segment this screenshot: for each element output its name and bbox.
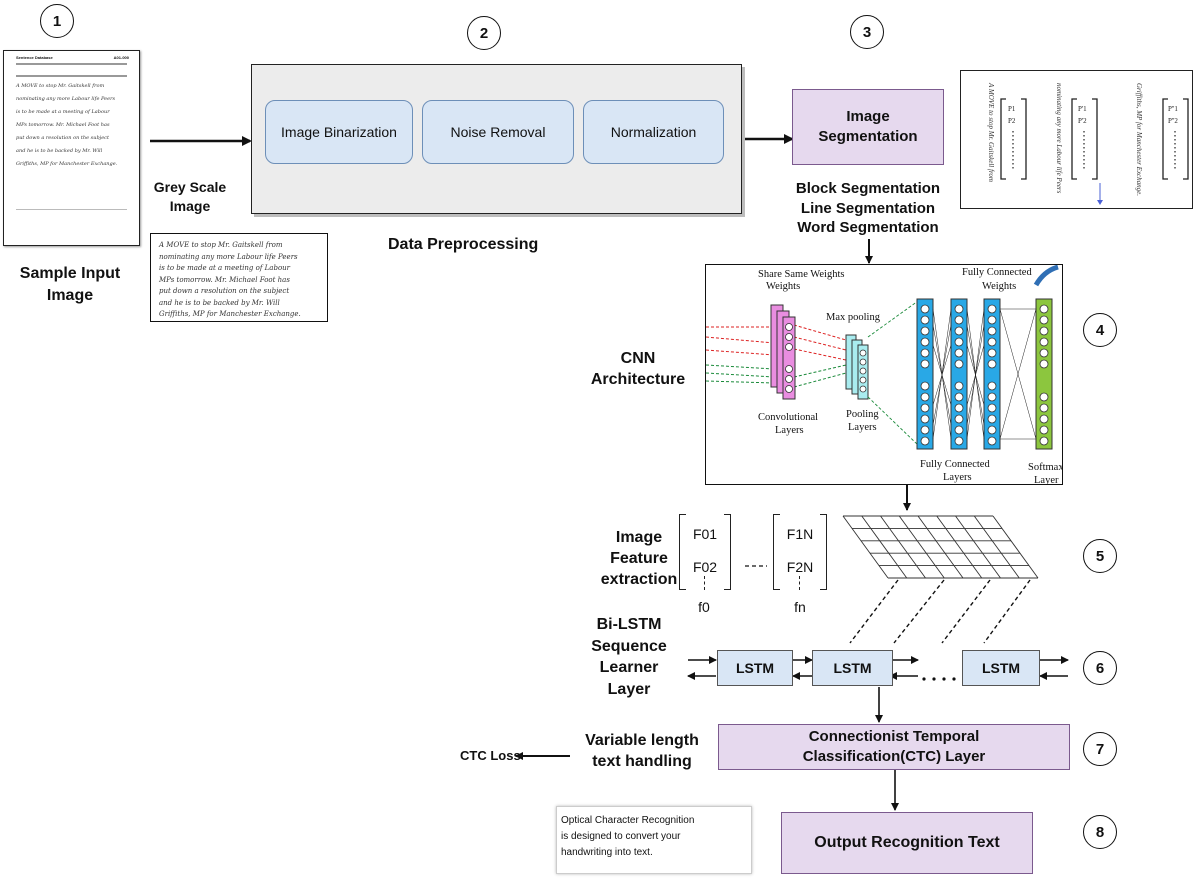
step-7-badge: 7 bbox=[1083, 732, 1117, 766]
f1n-label: F1N bbox=[786, 526, 814, 542]
lstm-arrows bbox=[687, 656, 1069, 680]
word-segmentation-label: Word Segmentation bbox=[797, 219, 939, 236]
svg-text:P2: P2 bbox=[1008, 117, 1016, 125]
preprocessing-panel: Image Binarization Noise Removal Normali… bbox=[251, 64, 742, 214]
svg-text:Weights: Weights bbox=[766, 281, 800, 292]
block-segmentation-label: Block Segmentation bbox=[795, 180, 941, 197]
cnn-architecture-diagram: Share Same Weights Weights Max pooling F… bbox=[705, 264, 1064, 486]
ctc-layer-box: Connectionist Temporal Classification(CT… bbox=[718, 724, 1070, 770]
segmentation-types: Block Segmentation Line Segmentation Wor… bbox=[768, 179, 968, 238]
feature-vector-fn: F1N F2N bbox=[773, 514, 827, 590]
svg-text:Fully Connected: Fully Connected bbox=[962, 267, 1032, 278]
grey-scale-image: A MOVE to stop Mr. Gaitskell from nomina… bbox=[150, 233, 328, 322]
svg-text:Share Same Weights: Share Same Weights bbox=[758, 269, 844, 280]
svg-text:P'1: P'1 bbox=[1078, 105, 1087, 113]
feature-vector-f0: F01 F02 bbox=[679, 514, 731, 590]
svg-text:Pooling: Pooling bbox=[846, 409, 879, 420]
segmented-image-panel: A MOVE to stop Mr. Gaitskell from nomina… bbox=[960, 70, 1193, 209]
svg-text:P'2: P'2 bbox=[1078, 117, 1087, 125]
grey-scale-label: Grey Scale Image bbox=[153, 179, 227, 214]
lstm-cell-2: LSTM bbox=[812, 650, 893, 686]
step-1-badge: 1 bbox=[40, 4, 74, 38]
output-text-sample: Optical Character Recognition is designe… bbox=[556, 806, 752, 874]
svg-text:Layer: Layer bbox=[1034, 475, 1059, 484]
step-4-badge: 4 bbox=[1083, 313, 1117, 347]
step-6-badge: 6 bbox=[1083, 651, 1117, 685]
svg-text:Layers: Layers bbox=[775, 425, 804, 436]
feature-map-grid bbox=[842, 515, 1039, 579]
svg-text:Layers: Layers bbox=[943, 472, 972, 483]
lstm-ellipsis bbox=[922, 677, 956, 681]
svg-text:Layers: Layers bbox=[848, 422, 877, 433]
svg-text:A MOVE to stop Mr. Gaitskell f: A MOVE to stop Mr. Gaitskell from bbox=[987, 82, 995, 182]
noise-removal-box: Noise Removal bbox=[422, 100, 574, 164]
f01-label: F01 bbox=[692, 526, 718, 542]
lstm-cell-1: LSTM bbox=[717, 650, 793, 686]
svg-text:Softmax: Softmax bbox=[1028, 462, 1062, 473]
grid-to-lstm-dashes bbox=[849, 579, 1031, 644]
doc-header-right: A01-000 bbox=[113, 55, 129, 60]
variable-length-label: Variable length text handling bbox=[585, 732, 699, 770]
svg-text:P1: P1 bbox=[1008, 105, 1016, 113]
fn-label: fn bbox=[794, 599, 806, 615]
feature-extraction-label: Image Feature extraction bbox=[600, 529, 678, 588]
cnn-label: CNN Architecture bbox=[590, 350, 686, 388]
svg-text:nominating any more Labour lif: nominating any more Labour life Peers bbox=[1055, 83, 1063, 194]
f02-label: F02 bbox=[692, 559, 718, 575]
doc-header-left: Sentence Database bbox=[16, 55, 53, 60]
step-8-badge: 8 bbox=[1083, 815, 1117, 849]
f2n-label: F2N bbox=[786, 559, 814, 575]
svg-text:Convolutional: Convolutional bbox=[758, 412, 818, 423]
step-3-badge: 3 bbox=[850, 15, 884, 49]
bilstm-label: Bi-LSTM Sequence Learner Layer bbox=[591, 616, 667, 698]
sample-input-document: Sentence Database A01-000 A MOVE to stop… bbox=[3, 50, 140, 246]
sample-input-label: Sample Input Image bbox=[19, 265, 121, 304]
svg-text:P''1: P''1 bbox=[1168, 105, 1178, 113]
doc-handwriting: A MOVE to stop Mr. Gaitskell from nomina… bbox=[16, 83, 118, 167]
svg-text:Fully Connected: Fully Connected bbox=[920, 459, 990, 470]
svg-text:P''2: P''2 bbox=[1168, 117, 1178, 125]
preprocessing-title: Data Preprocessing bbox=[388, 236, 539, 253]
svg-text:Griffiths, MP for Manchester E: Griffiths, MP for Manchester Exchange. bbox=[1135, 83, 1143, 196]
svg-text:Weights: Weights bbox=[982, 281, 1016, 292]
line-segmentation-label: Line Segmentation bbox=[800, 199, 936, 217]
f0-label: f0 bbox=[698, 599, 710, 615]
svg-text:Max pooling: Max pooling bbox=[826, 312, 881, 323]
normalization-box: Normalization bbox=[583, 100, 724, 164]
output-recognition-box: Output Recognition Text bbox=[781, 812, 1033, 874]
step-5-badge: 5 bbox=[1083, 539, 1117, 573]
image-segmentation-box: Image Segmentation bbox=[792, 89, 944, 165]
image-binarization-box: Image Binarization bbox=[265, 100, 413, 164]
lstm-cell-n: LSTM bbox=[962, 650, 1040, 686]
step-2-badge: 2 bbox=[467, 16, 501, 50]
ctc-loss-label: CTC Loss bbox=[460, 748, 521, 763]
